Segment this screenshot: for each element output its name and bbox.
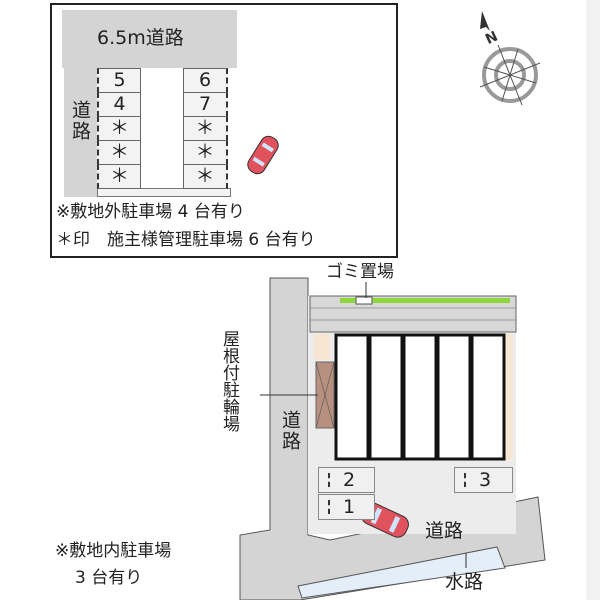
svg-text:N: N [483, 28, 500, 47]
parking-space: ＊ [97, 164, 141, 189]
parking-space: 4 [97, 92, 141, 117]
road-left-label: 道路 [279, 410, 301, 452]
parking-space: 3 [454, 467, 513, 493]
onsite-parking-count: 3 台有り [75, 568, 143, 588]
garbage-area [355, 296, 373, 305]
road-left [64, 65, 97, 197]
parking-space: ＊ [183, 140, 228, 165]
offsite-parking-inset: 6.5m道路 道路 5 4 ＊ ＊ ＊ 6 7 ＊ ＊ ＊ ※敷地外駐車場 4 … [50, 3, 398, 258]
hedge [340, 298, 510, 303]
edge-strip [586, 0, 600, 600]
car-icon [247, 135, 279, 175]
waterway [297, 546, 506, 599]
parking-space: ＊ [97, 140, 141, 165]
garbage-label: ゴミ置場 [326, 262, 394, 282]
onsite-parking-note: ※敷地内駐車場 [55, 541, 172, 561]
entry-pad [314, 334, 330, 360]
offsite-note: ※敷地外駐車場 4 台有り [56, 202, 245, 222]
parking-space: 6 [183, 68, 228, 93]
parking-space: 7 [183, 92, 228, 117]
road-bottom-label: 道路 [425, 520, 464, 542]
bicycle-parking-label: 屋根付駐輪場 [219, 330, 239, 432]
side-strip [505, 334, 513, 460]
parking-space: 5 [97, 68, 141, 93]
parking-strip [97, 188, 231, 197]
units [334, 333, 506, 461]
road-left-label: 道路 [69, 100, 91, 142]
parking-space: 1 [318, 494, 375, 520]
compass-icon: N [479, 11, 541, 106]
parking-space: ＊ [183, 164, 228, 189]
waterway-label: 水路 [445, 571, 484, 593]
road-top-label: 6.5m道路 [97, 27, 184, 49]
road-top [62, 10, 237, 68]
parking-space: ＊ [183, 116, 228, 141]
parking-space: ＊ [97, 116, 141, 141]
parking-space: 2 [318, 467, 375, 493]
owner-managed-note: ＊印 施主様管理駐車場 6 台有り [56, 230, 316, 250]
